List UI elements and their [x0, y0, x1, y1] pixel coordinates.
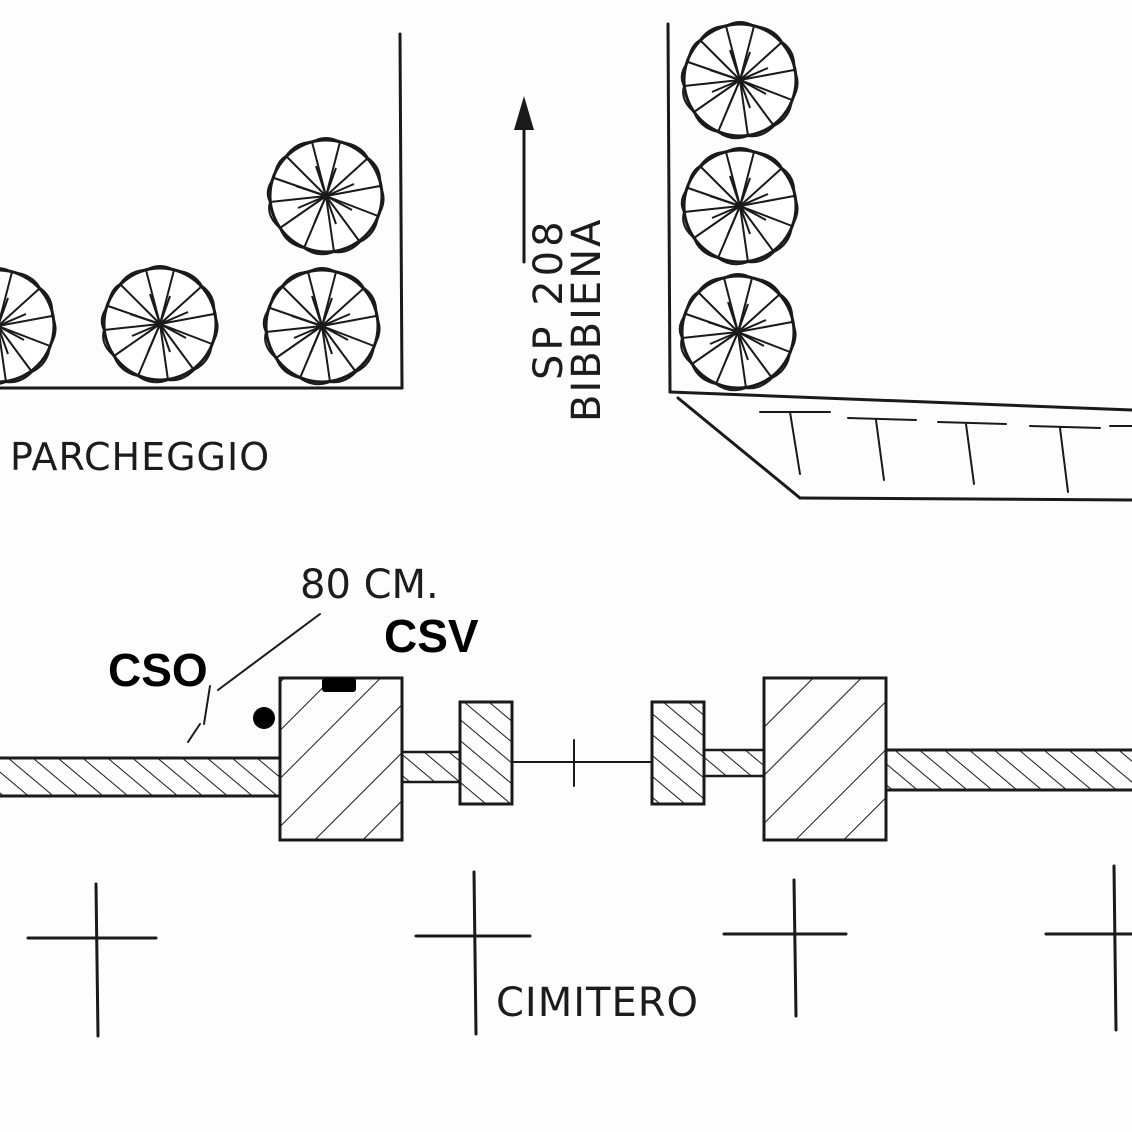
dimension-leader — [217, 613, 321, 691]
tree-icon — [680, 20, 800, 140]
pillar-right — [762, 676, 888, 842]
pillar-left — [278, 676, 404, 842]
csv-sensor-marker — [322, 678, 356, 692]
cemetery-label: CIMITERO — [496, 980, 699, 1026]
right-boundary — [666, 22, 1132, 502]
tree-icon — [678, 272, 798, 392]
gate-post-right — [650, 700, 706, 806]
gate-post-left — [458, 700, 514, 806]
tree-icon — [680, 146, 800, 266]
cross-icon — [1044, 864, 1132, 1032]
parking-boundary — [0, 32, 404, 390]
tree-icon — [100, 264, 220, 384]
parking-label: PARCHEGGIO — [10, 435, 270, 479]
parking-stalls — [759, 411, 1132, 493]
cso-label: CSO — [108, 644, 208, 696]
wall-right — [884, 748, 1132, 792]
wall-left — [0, 756, 282, 798]
right-trees — [678, 20, 800, 392]
tree-icon — [262, 266, 382, 386]
distance-label: 80 CM. — [300, 562, 439, 608]
cso-sensor-marker — [253, 707, 275, 729]
dimension-tick — [187, 685, 211, 743]
parking-trees — [0, 136, 386, 386]
cemetery-crosses — [26, 864, 1132, 1038]
gate-wall-right — [702, 748, 766, 778]
cross-icon — [26, 882, 158, 1038]
road-number-label: SP 208 — [526, 217, 572, 380]
north-arrow-icon — [514, 96, 534, 264]
cross-icon — [722, 878, 848, 1018]
csv-label: CSV — [384, 610, 479, 662]
cross-icon — [414, 870, 532, 1036]
gate-wall-left — [400, 750, 462, 784]
tree-icon — [266, 136, 386, 256]
road-town-label: BIBBIENA — [564, 218, 610, 422]
tree-icon — [0, 266, 58, 386]
